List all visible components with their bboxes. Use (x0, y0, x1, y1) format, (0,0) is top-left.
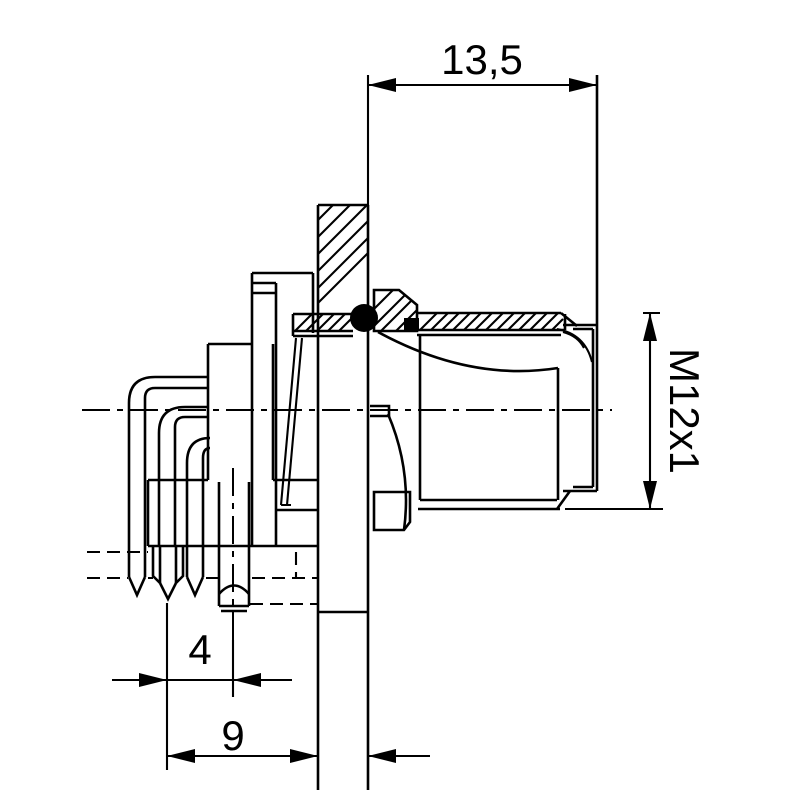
pin-inner-tip (185, 576, 205, 599)
seal-groove-block (404, 318, 419, 330)
pcb-hidden-lines (87, 550, 318, 606)
o-ring-seal (350, 304, 378, 332)
panel-thickness-arrow (368, 749, 430, 763)
thread-runout-arc (556, 327, 594, 363)
dim-label-4: 4 (188, 626, 211, 673)
flange-section-top (372, 288, 419, 333)
dimension-pin-to-panel: 9 (167, 712, 318, 763)
dim-label-m12x1: M12x1 (661, 348, 708, 474)
front-mating-tip (556, 75, 599, 493)
pin-outer-tip (127, 576, 147, 599)
hex-flat-curve-top (377, 330, 559, 373)
panel-hatching (317, 204, 369, 304)
rear-shell (146, 271, 318, 548)
hex-flat-curve-bottom (386, 413, 408, 531)
pin-inner (185, 436, 211, 577)
centerlines (82, 409, 612, 640)
flange-section-bottom (372, 490, 412, 532)
contact-spring (279, 337, 304, 507)
center-peg (217, 482, 251, 613)
pin-outer (127, 375, 208, 577)
hex-notch (370, 404, 391, 418)
front-thread-band (417, 311, 578, 337)
pin-middle (157, 405, 208, 546)
pin-middle-collar (151, 546, 185, 584)
rear-knurl-band (291, 312, 353, 338)
dimension-flange-to-front: 13,5 (366, 36, 597, 206)
dim-label-13-5: 13,5 (441, 36, 523, 83)
body-front (370, 330, 572, 531)
dim-label-9: 9 (221, 712, 244, 759)
mounting-panel (316, 203, 370, 790)
dimension-thread: M12x1 (565, 311, 708, 511)
pin-middle-tip (158, 582, 178, 602)
solder-pins (127, 375, 211, 602)
dimension-pin-pitch: 4 (112, 603, 292, 770)
